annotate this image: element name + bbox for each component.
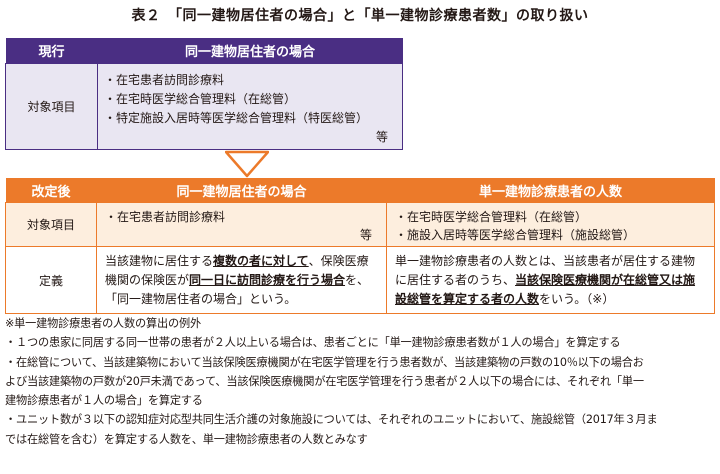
revised-row-label-items: 対象項目	[5, 202, 97, 247]
note-line: よび当該建築物の戸数が20戸未満であって、当該保険医療機関が在宅医学管理を行う患…	[5, 374, 644, 388]
note-line: ※単一建物診療患者の人数の算出の例外	[5, 317, 201, 330]
list-item: ・在宅患者訪問診療料	[104, 73, 225, 87]
note-line: 建物診療患者が１人の場合」を算定する	[5, 394, 203, 408]
etc-label: 等	[359, 228, 372, 242]
def-text: 当該建物に居住する	[105, 254, 214, 268]
note-line: ・１つの患家に同居する同一世帯の患者が２人以上いる場合は、患者ごとに「単一建物診…	[5, 336, 621, 350]
note-line: ・ユニット数が３以下の認知症対応型共同生活介護の対象施設については、それぞれのユ…	[5, 413, 658, 427]
list-item: ・特定施設入居時等医学総合管理料（特医総管）	[104, 111, 369, 125]
def-emphasis: 同一日に訪問診療を行う場合	[189, 273, 346, 287]
definition-same-building: 当該建物に居住する複数の者に対して、保険医療機関の保険医が同一日に訪問診療を行う…	[96, 246, 387, 314]
def-text: をいう。（※）	[539, 292, 615, 306]
revised-header-single-building: 単一建物診療患者の人数	[386, 178, 715, 203]
current-items: ・在宅患者訪問診療料 ・在宅時医学総合管理料（在総管） ・特定施設入居時等医学総…	[97, 63, 403, 150]
current-header-title: 同一建物居住者の場合	[97, 38, 403, 64]
def-text: 、保険医療機関の保険医が	[105, 254, 369, 287]
down-arrow-icon	[225, 150, 269, 178]
list-item: ・在宅患者訪問診療料	[105, 210, 226, 224]
revised-header-same-building: 同一建物居住者の場合	[96, 178, 387, 203]
current-row-label: 対象項目	[5, 63, 98, 150]
current-table: 現行 同一建物居住者の場合 対象項目 ・在宅患者訪問診療料 ・在宅時医学総合管理…	[5, 38, 403, 150]
note-line: ・在総管について、当該建築物において当該保険医療機関が在宅医学管理を行う患者数が…	[5, 355, 644, 369]
revised-left-items: ・在宅患者訪問診療料 等	[96, 202, 387, 247]
revised-right-items: ・在宅時医学総合管理料（在総管） ・施設入居時等医学総合管理料（施設総管）	[386, 202, 715, 247]
etc-label: 等	[375, 130, 388, 144]
current-header-label: 現行	[5, 38, 98, 64]
revised-header-label: 改定後	[5, 178, 97, 203]
def-text: 単一建物診療患者の人数とは、当該患者が居住する建物に居住する者のうち、	[395, 254, 696, 287]
list-item: ・施設入居時等医学総合管理料（施設総管）	[395, 228, 636, 242]
def-emphasis: 複数の者に対して	[213, 254, 309, 268]
page-title: 表２ 「同一建物居住者の場合」と「単一建物診療患者数」の取り扱い	[131, 8, 589, 24]
list-item: ・在宅時医学総合管理料（在総管）	[395, 210, 588, 224]
note-line: では在総管を含む）を算定する人数を、単一建物診療患者の人数とみなす	[5, 432, 368, 446]
definition-single-building: 単一建物診療患者の人数とは、当該患者が居住する建物に居住する者のうち、当該保険医…	[386, 246, 715, 314]
def-emphasis: 当該保険医療機関が在総管又は施設総管を算定する者の人数	[395, 273, 696, 306]
list-item: ・在宅時医学総合管理料（在総管）	[104, 92, 297, 106]
revised-row-label-definition: 定義	[5, 246, 97, 314]
footnotes: ※単一建物診療患者の人数の算出の例外 ・１つの患家に同居する同一世帯の患者が２人…	[5, 314, 717, 449]
def-text: を、「同一建物居住者の場合」という。	[105, 273, 370, 306]
revised-table: 改定後 同一建物居住者の場合 単一建物診療患者の人数 対象項目 ・在宅患者訪問診…	[5, 178, 715, 314]
